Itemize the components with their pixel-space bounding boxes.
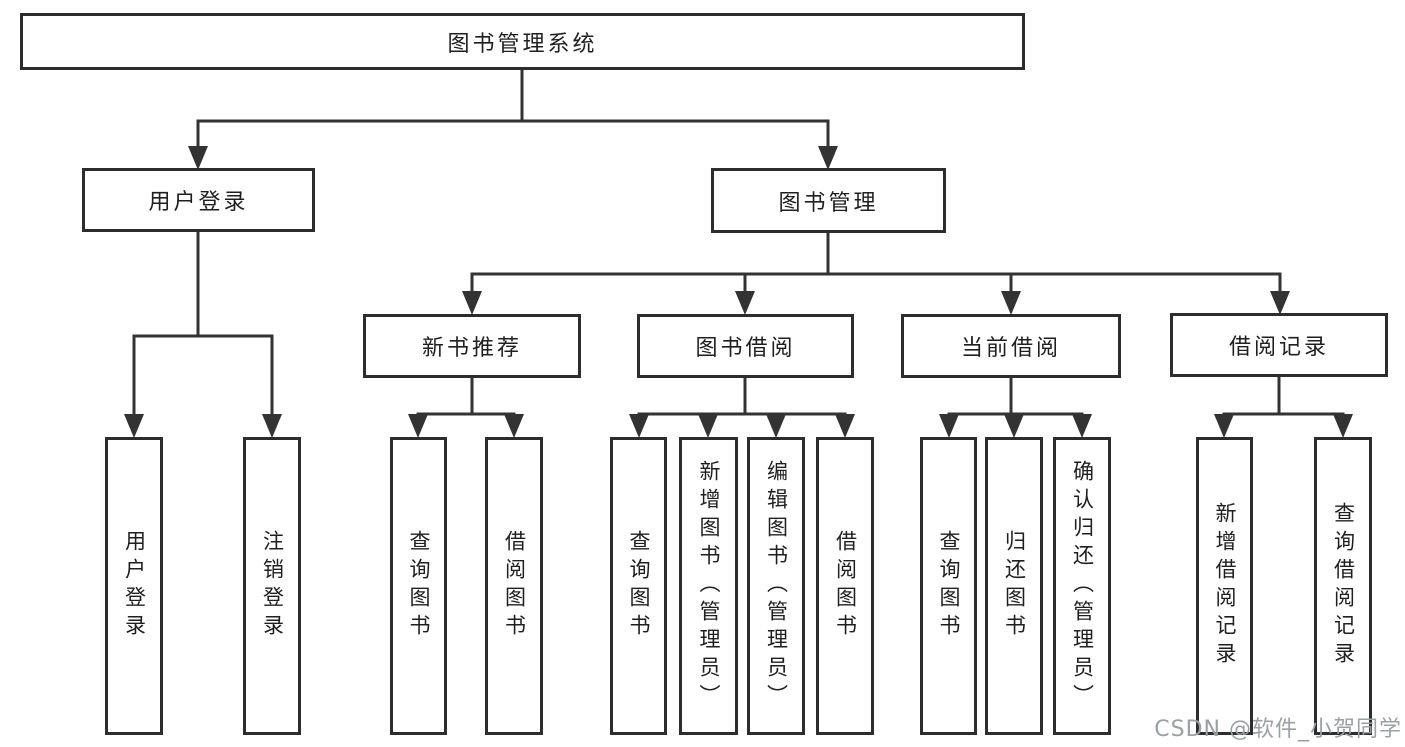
leaf-add-borrow-record: 新增借阅记录 bbox=[1196, 437, 1253, 735]
leaf-label: 借阅图书 bbox=[833, 530, 858, 642]
leaf-user-login: 用户登录 bbox=[105, 437, 163, 735]
leaf-label: 查询图书 bbox=[407, 530, 431, 642]
node-current-borrowing: 当前借阅 bbox=[901, 314, 1121, 378]
node-borrow-records: 借阅记录 bbox=[1170, 313, 1388, 377]
leaf-borrow-books-recommend: 借阅图书 bbox=[485, 437, 543, 735]
node-library-system: 图书管理系统 bbox=[20, 13, 1025, 70]
leaf-label: 确认归还（管理员） bbox=[1070, 460, 1095, 712]
leaf-add-books-admin: 新增图书（管理员） bbox=[679, 437, 738, 735]
csdn-watermark: CSDN @软件_小贺同学 bbox=[1154, 717, 1402, 742]
node-user-login: 用户登录 bbox=[82, 168, 315, 232]
leaf-query-books-borrowing: 查询图书 bbox=[610, 437, 667, 735]
leaf-logout-label: 注销登录 bbox=[260, 530, 285, 642]
leaf-label: 编辑图书（管理员） bbox=[764, 460, 789, 712]
leaf-logout: 注销登录 bbox=[243, 437, 301, 735]
node-new-book-recommend: 新书推荐 bbox=[363, 314, 581, 378]
leaf-label: 查询图书 bbox=[627, 530, 651, 642]
node-book-management: 图书管理 bbox=[711, 168, 946, 233]
leaf-return-books: 归还图书 bbox=[985, 437, 1043, 735]
leaf-label: 新增图书（管理员） bbox=[697, 460, 721, 712]
leaf-user-login-label: 用户登录 bbox=[122, 530, 147, 642]
leaf-label: 归还图书 bbox=[1002, 530, 1027, 642]
leaf-label: 新增借阅记录 bbox=[1213, 502, 1237, 670]
leaf-confirm-return-admin: 确认归还（管理员） bbox=[1053, 437, 1111, 735]
leaf-query-books-current: 查询图书 bbox=[920, 437, 977, 735]
leaf-query-borrow-record: 查询借阅记录 bbox=[1314, 437, 1372, 735]
leaf-query-books-recommend: 查询图书 bbox=[390, 437, 447, 735]
leaf-label: 借阅图书 bbox=[502, 530, 527, 642]
leaf-label: 查询借阅记录 bbox=[1331, 502, 1356, 670]
leaf-label: 查询图书 bbox=[937, 530, 961, 642]
leaf-borrow-books: 借阅图书 bbox=[816, 437, 874, 735]
leaf-edit-books-admin: 编辑图书（管理员） bbox=[747, 437, 805, 735]
node-book-borrowing: 图书借阅 bbox=[637, 314, 854, 378]
